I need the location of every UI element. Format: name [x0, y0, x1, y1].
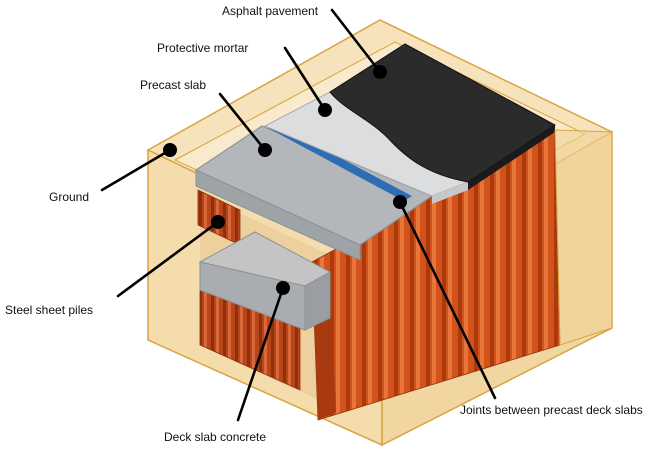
- leader-asphalt: [330, 8, 382, 74]
- leader-deck: [236, 286, 285, 422]
- precast-slab: [194, 124, 434, 261]
- leader-joints: [398, 200, 497, 400]
- leader-dot-precast: [258, 143, 272, 157]
- label-joints: Joints between precast deck slabs: [460, 403, 643, 417]
- label-ground: Ground: [49, 190, 90, 204]
- label-protective-mortar: Protective mortar: [157, 41, 249, 55]
- asphalt-pavement: [329, 43, 556, 190]
- leader-ground: [100, 148, 172, 192]
- leader-dot-joints: [393, 195, 407, 209]
- leader-dot-asphalt: [373, 65, 387, 79]
- leader-dot-deck: [276, 281, 290, 295]
- leader-dot-mortar: [318, 103, 332, 117]
- leader-mortar: [283, 46, 327, 112]
- label-precast-slab: Precast slab: [140, 78, 207, 92]
- label-deck-slab-concrete: Deck slab concrete: [164, 430, 267, 444]
- leader-piles: [116, 220, 220, 298]
- deck-slab-concrete: [198, 231, 332, 331]
- label-asphalt-pavement: Asphalt pavement: [222, 4, 319, 18]
- label-steel-sheet-piles: Steel sheet piles: [5, 303, 94, 317]
- precast-joint: [268, 124, 412, 201]
- leader-dot-piles: [211, 215, 225, 229]
- leader-precast: [218, 92, 267, 152]
- leader-lines: [100, 8, 497, 422]
- leader-dot-ground: [163, 143, 177, 157]
